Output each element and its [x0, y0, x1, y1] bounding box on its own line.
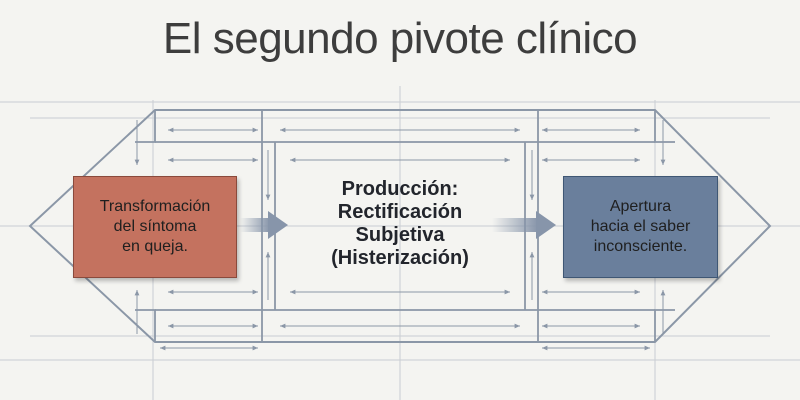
right-box-line: Apertura: [609, 198, 672, 215]
left-box-line: del síntoma: [113, 218, 197, 235]
right-box-text: Apertura hacia el saber inconsciente.: [591, 197, 691, 257]
right-box-line: hacia el saber: [590, 218, 691, 235]
center-label: Producción: Rectificación Subjetiva (His…: [290, 178, 510, 270]
flow-arrow-left: [240, 211, 288, 239]
center-line: Rectificación: [337, 201, 463, 223]
left-box-line: Transformación: [99, 198, 211, 215]
center-line: Subjetiva: [355, 224, 445, 246]
page-title: El segundo pivote clínico: [162, 14, 638, 63]
right-box-line: inconsciente.: [593, 238, 688, 255]
center-line: Producción:: [341, 178, 459, 200]
right-box: Apertura hacia el saber inconsciente.: [563, 176, 718, 278]
flow-arrow-right: [492, 211, 556, 239]
center-line: (Histerización): [331, 247, 469, 269]
left-box: Transformación del síntoma en queja.: [73, 176, 237, 278]
dimension-arrows: [134, 120, 666, 351]
left-box-text: Transformación del síntoma en queja.: [100, 197, 211, 257]
left-box-line: en queja.: [122, 238, 188, 255]
